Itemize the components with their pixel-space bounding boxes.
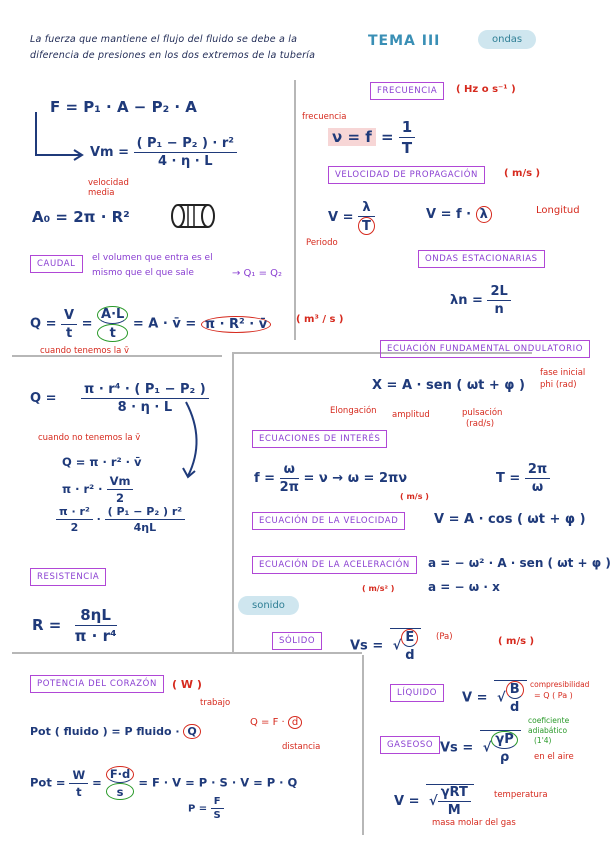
pulsacion-note-2: (rad/s): [466, 419, 495, 429]
periodo-note: Periodo: [306, 238, 338, 248]
longitud-note: Longitud: [536, 205, 580, 216]
v-f-equation: V = f · λ: [426, 206, 492, 223]
q2-note: cuando no tenemos la v̄: [38, 433, 141, 443]
divider-h-mid: [232, 352, 532, 354]
a-equation-1: a = − ω² · A · sen ( ωt + φ ): [428, 556, 611, 570]
pot-fluido-equation: Pot ( fluido ) = P fluido · Q: [30, 724, 201, 739]
a-unit: ( m/s² ): [362, 584, 395, 593]
q3-equation: Q = π · r² · v̄: [62, 455, 142, 469]
cylinder-icon: [171, 204, 215, 228]
ecuacion-fundamental-box: ECUACIÓN FUNDAMENTAL ONDULATORIO: [380, 340, 590, 358]
velocidad-box: VELOCIDAD DE PROPAGACIÓN: [328, 166, 485, 184]
potencia-unit: ( W ): [172, 678, 202, 691]
divider-h-low: [12, 652, 362, 654]
pulsacion-note-1: pulsación: [462, 408, 503, 418]
vm-note: velocidad media: [88, 178, 129, 198]
ms-unit: ( m/s ): [400, 492, 429, 501]
arrow-down-right: [35, 112, 84, 161]
x-equation: X = A · sen ( ωt + φ ): [372, 378, 525, 393]
aire-note: en el aire: [534, 752, 574, 762]
resistencia-box: RESISTENCIA: [30, 568, 107, 586]
ecuacion-velocidad-box: ECUACIÓN DE LA VELOCIDAD: [252, 512, 406, 530]
frecuencia-unit: ( Hz o s⁻¹ ): [456, 84, 516, 95]
v-cos-equation: V = A · cos ( ωt + φ ): [434, 512, 586, 527]
distancia-note: distancia: [282, 742, 321, 752]
pa-note: (Pa): [436, 632, 453, 642]
coef-note-1: coeficiente: [528, 716, 570, 725]
caudal-text-2: mismo que el que sale: [92, 268, 194, 278]
q2-equation: Q = π · r⁴ · ( P₁ − P₂ )8 · η · L: [30, 382, 209, 415]
ecuaciones-interes-box: ECUACIONES DE INTERÉS: [252, 430, 388, 448]
fase-note-2: phi (rad): [540, 380, 577, 390]
temp-note: temperatura: [494, 790, 548, 800]
divider-h-left: [12, 355, 222, 357]
q-unit: ( m³ / s ): [296, 314, 344, 325]
ao-equation: A₀ = 2π · R²: [32, 208, 130, 226]
ondas-estacionarias-box: ONDAS ESTACIONARIAS: [418, 250, 545, 268]
liquido-box: LÍQUIDO: [390, 684, 445, 702]
divider-v-low: [362, 655, 364, 835]
velocidad-unit: ( m/s ): [504, 168, 541, 179]
a-equation-2: a = − ω · x: [428, 580, 500, 594]
solido-box: SÓLIDO: [272, 632, 323, 650]
fase-note-1: fase inicial: [540, 368, 586, 378]
gaseoso-box: GASEOSO: [380, 736, 441, 754]
comp-note-2: = Q ( Pa ): [534, 691, 573, 700]
qfd-equation: Q = F · d: [250, 716, 303, 729]
bracket-arrow: [182, 401, 198, 479]
amplitud-note: amplitud: [392, 410, 430, 420]
intro-line-1: La fuerza que mantiene el flujo del flui…: [30, 34, 298, 45]
frecuencia-note: frecuencia: [302, 112, 347, 122]
coef-note-3: (1'4): [534, 736, 552, 745]
trabajo-note: trabajo: [200, 698, 231, 708]
q-note: cuando tenemos la v̄: [40, 346, 130, 356]
caudal-equation: → Q₁ = Q₂: [232, 268, 283, 279]
divider-right-top: [294, 80, 296, 340]
frecuencia-box: FRECUENCIA: [370, 82, 445, 100]
divider-right-mid: [232, 352, 234, 652]
ecuacion-aceleracion-box: ECUACIÓN DE LA ACELERACIÓN: [252, 556, 417, 574]
potencia-box: POTENCIA DEL CORAZÓN: [30, 675, 164, 693]
force-equation: F = P₁ · A − P₂ · A: [50, 98, 197, 116]
caudal-text-1: el volumen que entra es el: [92, 253, 213, 263]
comp-note-1: compresibilidad: [530, 680, 590, 689]
coef-note-2: adiabático: [528, 726, 568, 735]
elongacion-note: Elongación: [330, 406, 377, 416]
ondas-pill: ondas: [478, 30, 537, 49]
intro-line-2: diferencia de presiones en los dos extre…: [30, 50, 316, 61]
caudal-box: CAUDAL: [30, 255, 83, 273]
sonido-pill: sonido: [238, 596, 299, 615]
masa-note: masa molar del gas: [432, 818, 516, 828]
tema-title: TEMA III: [368, 33, 441, 49]
solido-unit: ( m/s ): [498, 636, 535, 647]
